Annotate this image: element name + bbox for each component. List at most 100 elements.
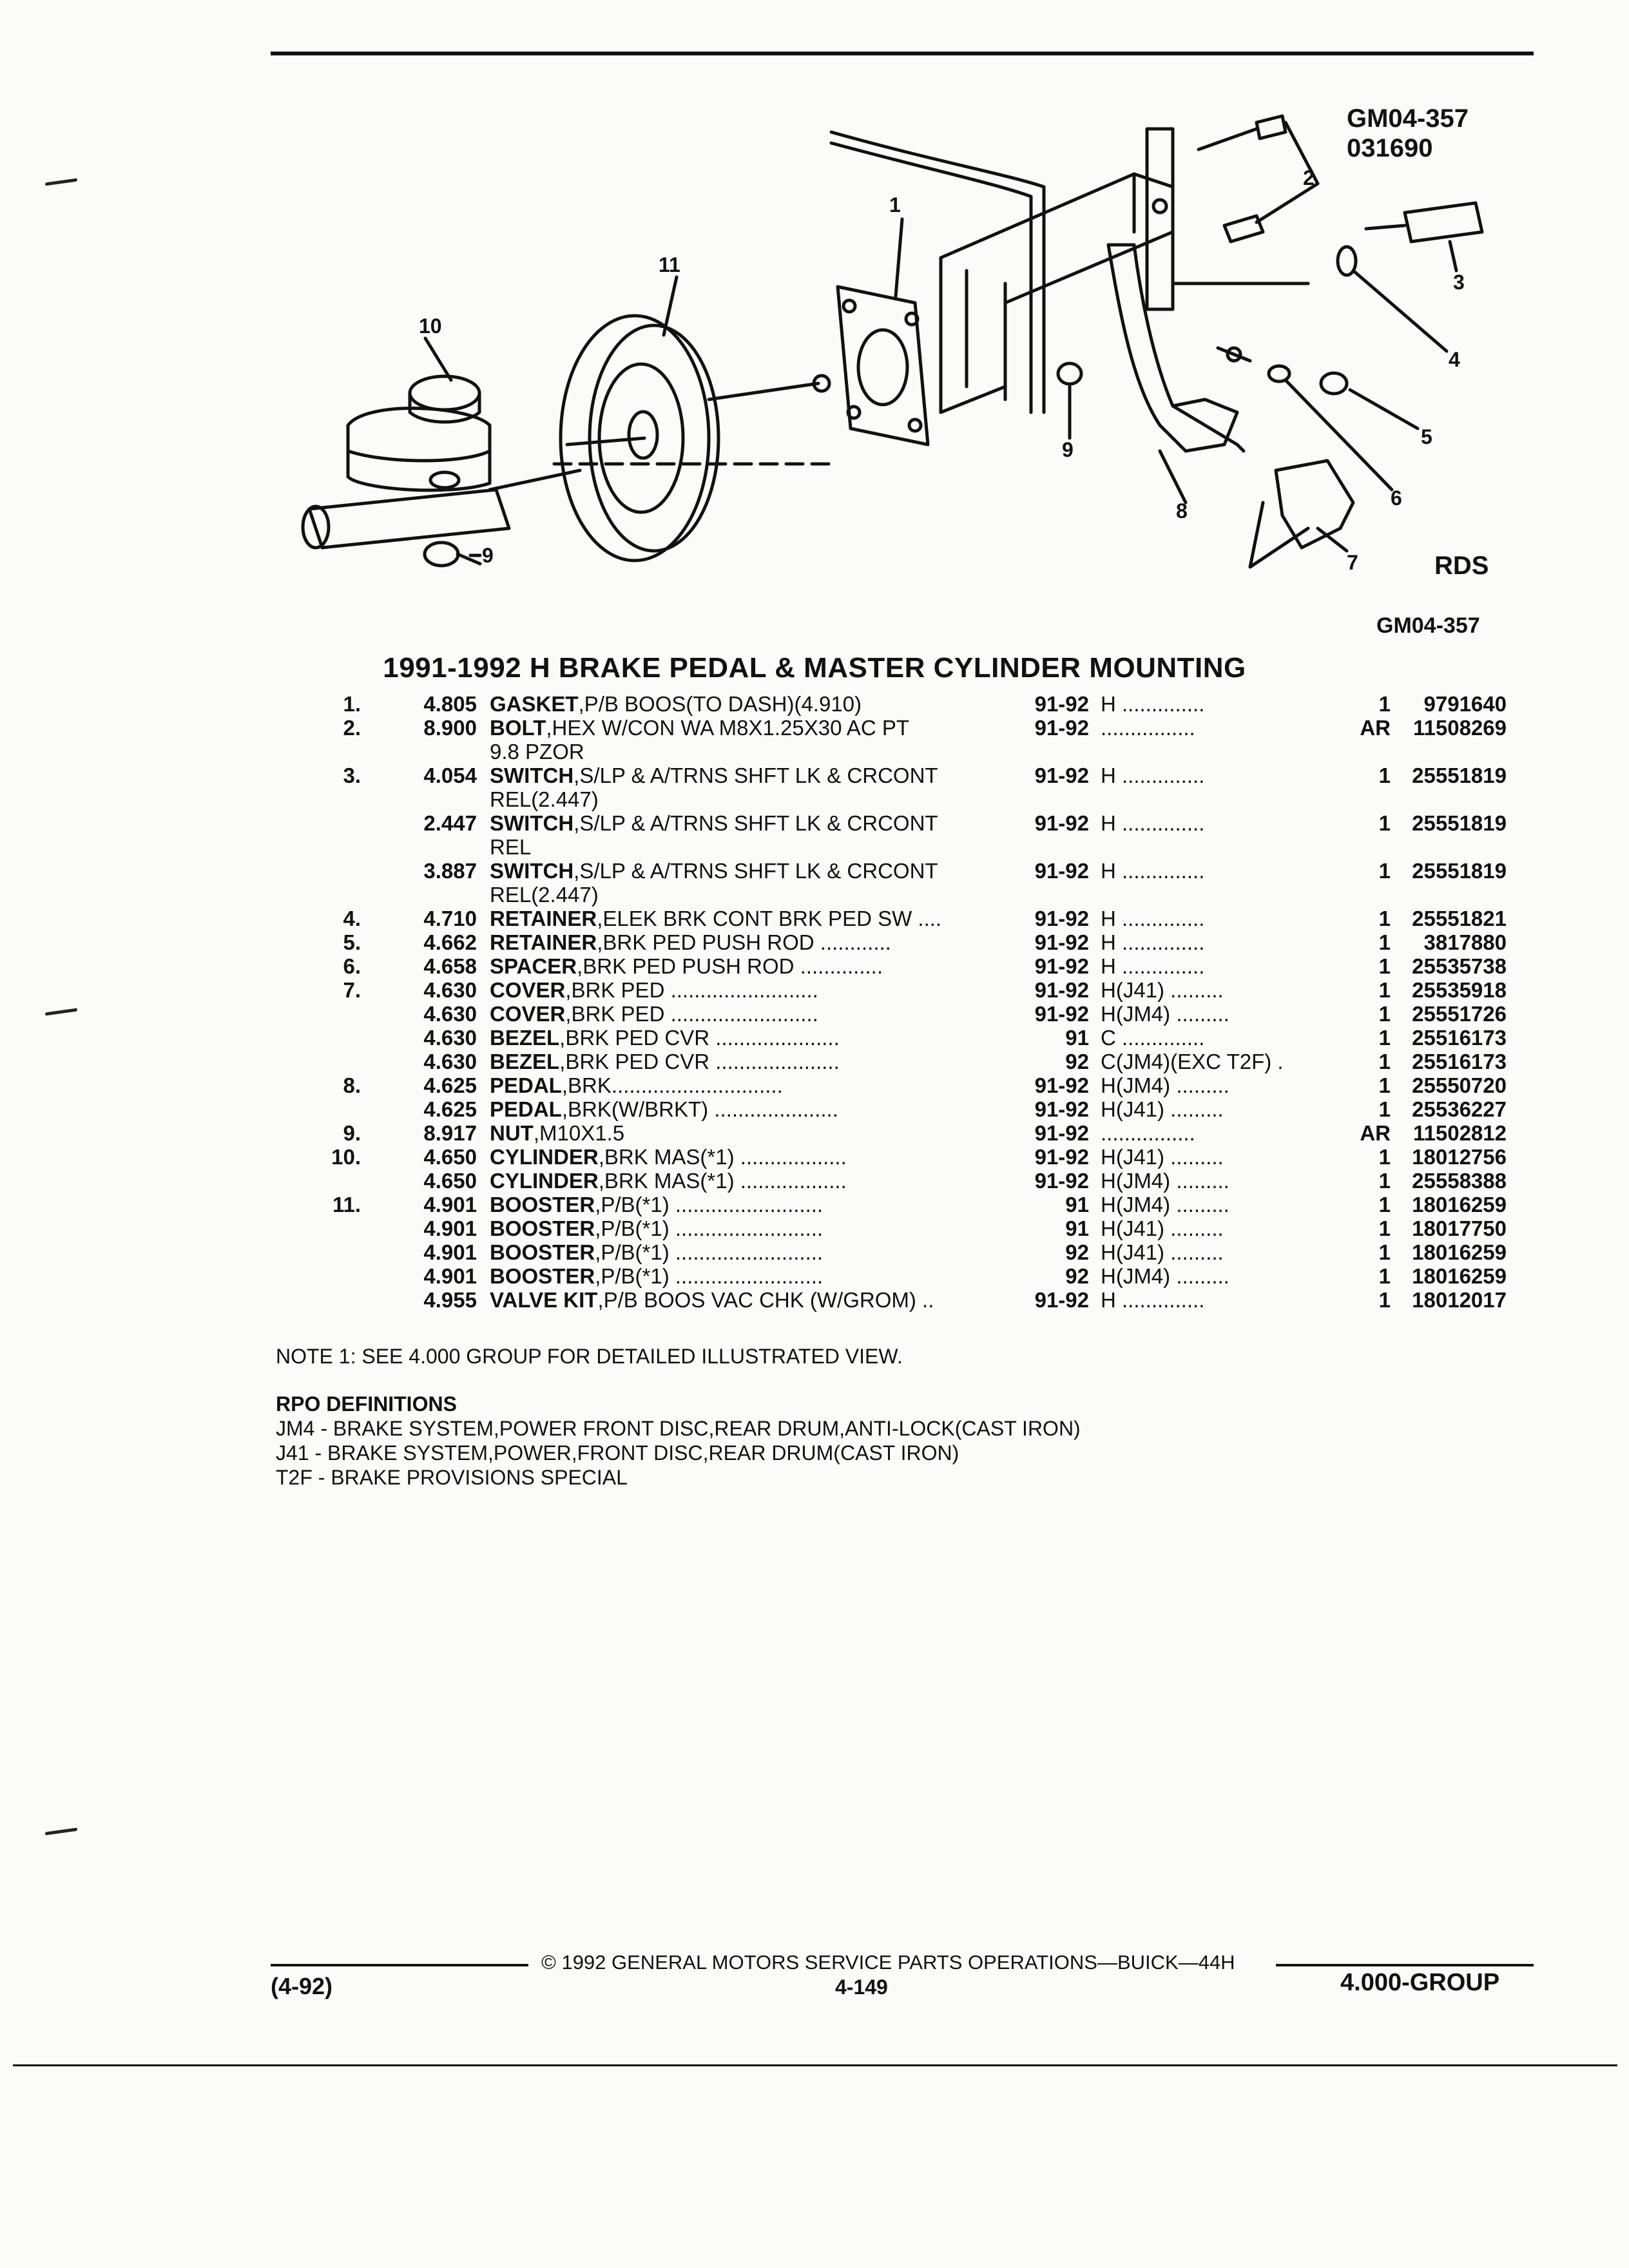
part-detail: ,P/B(*1) .........................: [595, 1240, 824, 1264]
group-number: 4.901: [423, 1240, 477, 1264]
usage: H(JM4) .........: [1101, 1264, 1229, 1288]
quantity: 1: [1378, 811, 1391, 835]
description: BOOSTER,P/B(*1) ........................…: [490, 1193, 1025, 1216]
model-years: 91-92: [1034, 907, 1089, 930]
item-index: [284, 859, 361, 907]
description: BOOSTER,P/B(*1) ........................…: [490, 1240, 1025, 1264]
description: BEZEL,BRK PED CVR .....................: [490, 1050, 1025, 1073]
group-number: 4.630: [423, 1050, 477, 1073]
part-detail: ,S/LP & A/TRNS SHFT LK & CRCONT: [574, 811, 938, 835]
part-detail: ,BRK PED .........................: [565, 978, 818, 1002]
part-number: 3817880: [1423, 930, 1507, 954]
part-name: COVER: [490, 978, 566, 1002]
description: NUT,M10X1.5: [490, 1121, 1025, 1145]
rpo-line-jm4: JM4 - BRAKE SYSTEM,POWER FRONT DISC,REAR…: [276, 1417, 1081, 1440]
callout-5: 5: [1421, 425, 1432, 448]
bottom-rule: [13, 2064, 1617, 2066]
description: CYLINDER,BRK MAS(*1) ..................: [490, 1169, 1025, 1193]
part-name: BEZEL: [490, 1026, 560, 1050]
callout-4: 4: [1449, 348, 1460, 371]
usage: H(J41) .........: [1101, 1145, 1224, 1169]
item-index: 10.: [331, 1145, 361, 1169]
part-number: 25551819: [1412, 764, 1507, 787]
group-number: 4.650: [423, 1169, 477, 1193]
part-number: 11508269: [1412, 716, 1507, 740]
usage: C ..............: [1101, 1026, 1205, 1050]
usage: ................: [1101, 1121, 1195, 1145]
group-number: 4.625: [423, 1097, 477, 1121]
model-years: 91-92: [1034, 1288, 1089, 1312]
item-index: [284, 1002, 361, 1026]
part-number: 25551821: [1412, 907, 1507, 930]
model-years: 92: [1065, 1264, 1089, 1288]
part-name: VALVE KIT: [490, 1288, 598, 1312]
pedal-pad-cover: [1274, 459, 1355, 550]
quantity: 1: [1378, 907, 1391, 930]
part-number: 18012017: [1412, 1288, 1507, 1312]
part-number: 18012756: [1412, 1145, 1507, 1169]
page-number: 4-149: [835, 1975, 888, 1999]
usage: H ..............: [1101, 859, 1205, 883]
part-name: BOOSTER: [490, 1216, 595, 1240]
part-number: 25536227: [1412, 1097, 1507, 1121]
quantity: 1: [1378, 1026, 1391, 1050]
part-name: BOLT: [490, 716, 546, 740]
usage: H ..............: [1101, 764, 1205, 787]
part-detail: ,HEX W/CON WA M8X1.25X30 AC PT: [546, 716, 909, 740]
description: BOOSTER,P/B(*1) ........................…: [490, 1216, 1025, 1240]
part-name: SWITCH: [490, 859, 574, 883]
model-years: 91: [1065, 1026, 1089, 1050]
usage: H(J41) .........: [1101, 1216, 1224, 1240]
quantity: 1: [1378, 692, 1391, 716]
description: VALVE KIT,P/B BOOS VAC CHK (W/GROM) ..: [490, 1288, 1025, 1312]
model-years: 91-92: [1034, 930, 1089, 954]
header-date-code: 031690: [1347, 134, 1433, 162]
copyright: © 1992 GENERAL MOTORS SERVICE PARTS OPER…: [541, 1951, 1235, 1974]
model-years: 91: [1065, 1193, 1089, 1216]
table-row: 2. 8.900 BOLT,HEX W/CON WA M8X1.25X30 AC P…: [284, 716, 1534, 764]
description: BEZEL,BRK PED CVR .....................: [490, 1026, 1025, 1050]
quantity: 1: [1378, 764, 1391, 787]
callout-10: 10: [419, 314, 442, 338]
quantity: 1: [1378, 1073, 1391, 1097]
nut-9-lower: [423, 541, 460, 568]
part-detail: ,BRK PED CVR .....................: [559, 1026, 840, 1050]
model-years: 92: [1065, 1050, 1089, 1073]
stoplamp-switch: [1403, 201, 1484, 244]
part-number: 25551819: [1412, 859, 1507, 883]
description: RETAINER,ELEK BRK CONT BRK PED SW ....: [490, 907, 1025, 930]
quantity: 1: [1378, 978, 1391, 1002]
brake-pedal: [1106, 243, 1239, 453]
quantity: 1: [1378, 930, 1391, 954]
model-years: 91-92: [1034, 954, 1089, 978]
model-years: 91-92: [1034, 859, 1089, 883]
part-name: CYLINDER: [490, 1169, 599, 1193]
pedal-bracket: [939, 172, 1175, 414]
item-index: [284, 1264, 361, 1288]
quantity: 1: [1378, 1169, 1391, 1193]
part-name: BEZEL: [490, 1050, 560, 1073]
item-index: [284, 1169, 361, 1193]
part-detail-continued: 9.8 PZOR: [490, 740, 584, 764]
item-index: 2.: [343, 716, 361, 740]
push-rod-retainer: [1319, 371, 1349, 396]
quantity: 1: [1378, 1097, 1391, 1121]
rds-label: RDS: [1434, 552, 1489, 580]
group-number: 8.900: [423, 716, 477, 740]
part-number: 9791640: [1423, 692, 1507, 716]
part-detail: ,BRK(W/BRKT) .....................: [561, 1097, 838, 1121]
table-row: 4.901 BOOSTER,P/B(*1) ...................…: [284, 1216, 1534, 1240]
part-name: BOOSTER: [490, 1240, 595, 1264]
nut-9-upper: [1056, 361, 1083, 386]
part-detail: ,M10X1.5: [533, 1121, 625, 1145]
table-row: 4.630 BEZEL,BRK PED CVR .................…: [284, 1050, 1534, 1073]
group-number: 4.901: [423, 1216, 477, 1240]
description: COVER,BRK PED .........................: [490, 978, 1025, 1002]
